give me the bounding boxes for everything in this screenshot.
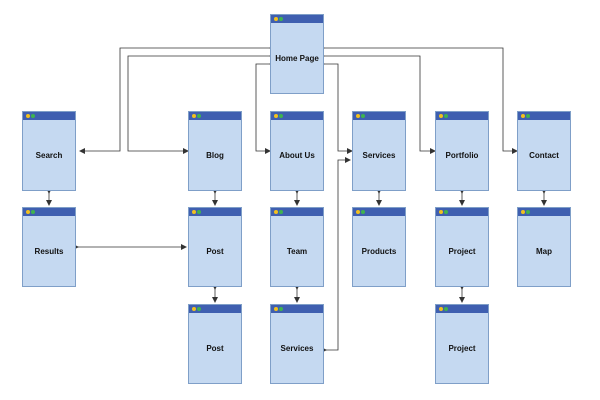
page-label: Blog — [206, 150, 224, 160]
page-label: Map — [536, 246, 552, 256]
page-blog[interactable]: Blog — [188, 111, 242, 191]
window-dot-green-icon — [197, 307, 201, 311]
window-dot-green-icon — [444, 210, 448, 214]
window-title-bar — [436, 208, 488, 216]
page-map[interactable]: Map — [517, 207, 571, 287]
window-dot-yellow-icon — [439, 114, 443, 118]
window-title-bar — [518, 112, 570, 120]
page-contact[interactable]: Contact — [517, 111, 571, 191]
page-home[interactable]: Home Page — [270, 14, 324, 94]
window-dot-green-icon — [279, 307, 283, 311]
window-dot-green-icon — [444, 307, 448, 311]
window-title-bar — [271, 208, 323, 216]
page-results[interactable]: Results — [22, 207, 76, 287]
page-post[interactable]: Post — [188, 207, 242, 287]
window-dot-green-icon — [31, 210, 35, 214]
window-title-bar — [353, 208, 405, 216]
window-title-bar — [189, 305, 241, 313]
window-title-bar — [436, 112, 488, 120]
window-title-bar — [518, 208, 570, 216]
window-dot-yellow-icon — [192, 114, 196, 118]
window-dot-yellow-icon — [274, 210, 278, 214]
page-label: Services — [362, 150, 396, 160]
window-dot-green-icon — [279, 210, 283, 214]
window-dot-green-icon — [361, 114, 365, 118]
window-dot-green-icon — [361, 210, 365, 214]
connector-home-services — [319, 61, 353, 154]
window-title-bar — [23, 208, 75, 216]
window-dot-yellow-icon — [356, 114, 360, 118]
page-project-detail[interactable]: Project — [435, 304, 489, 384]
page-label: About Us — [279, 150, 315, 160]
page-label: Post — [206, 343, 224, 353]
page-about-us[interactable]: About Us — [270, 111, 324, 191]
window-title-bar — [271, 15, 323, 23]
window-dot-yellow-icon — [521, 114, 525, 118]
window-dot-yellow-icon — [274, 114, 278, 118]
page-team[interactable]: Team — [270, 207, 324, 287]
window-dot-green-icon — [279, 114, 283, 118]
connector-home-contact — [319, 45, 518, 154]
page-label: Services — [280, 343, 314, 353]
window-dot-green-icon — [197, 114, 201, 118]
window-title-bar — [436, 305, 488, 313]
window-dot-green-icon — [526, 114, 530, 118]
page-label: Results — [34, 246, 64, 256]
window-dot-yellow-icon — [192, 307, 196, 311]
window-title-bar — [353, 112, 405, 120]
window-title-bar — [271, 112, 323, 120]
connector-home-search — [79, 45, 275, 154]
window-title-bar — [271, 305, 323, 313]
connector-home-about — [255, 61, 275, 154]
page-search[interactable]: Search — [22, 111, 76, 191]
window-dot-yellow-icon — [439, 307, 443, 311]
window-title-bar — [189, 208, 241, 216]
window-title-bar — [23, 112, 75, 120]
connector-home-blog — [127, 53, 275, 154]
page-services[interactable]: Services — [352, 111, 406, 191]
page-portfolio[interactable]: Portfolio — [435, 111, 489, 191]
window-dot-yellow-icon — [521, 210, 525, 214]
page-products[interactable]: Products — [352, 207, 406, 287]
window-dot-yellow-icon — [192, 210, 196, 214]
page-project[interactable]: Project — [435, 207, 489, 287]
page-label: Team — [286, 246, 308, 256]
page-label: Portfolio — [445, 150, 479, 160]
connector-services2-services — [321, 157, 351, 353]
window-dot-yellow-icon — [274, 307, 278, 311]
window-dot-green-icon — [526, 210, 530, 214]
window-dot-yellow-icon — [356, 210, 360, 214]
page-label: Post — [206, 246, 224, 256]
page-post-detail[interactable]: Post — [188, 304, 242, 384]
page-label: Project — [448, 246, 476, 256]
window-dot-green-icon — [279, 17, 283, 21]
page-services-detail[interactable]: Services — [270, 304, 324, 384]
window-dot-green-icon — [444, 114, 448, 118]
window-dot-yellow-icon — [439, 210, 443, 214]
page-label: Contact — [529, 150, 559, 160]
window-dot-yellow-icon — [26, 210, 30, 214]
page-label: Search — [35, 150, 63, 160]
window-dot-yellow-icon — [274, 17, 278, 21]
window-dot-yellow-icon — [26, 114, 30, 118]
window-dot-green-icon — [31, 114, 35, 118]
window-title-bar — [189, 112, 241, 120]
page-label: Products — [361, 246, 397, 256]
page-label: Home Page — [275, 53, 319, 63]
page-label: Project — [448, 343, 476, 353]
window-dot-green-icon — [197, 210, 201, 214]
